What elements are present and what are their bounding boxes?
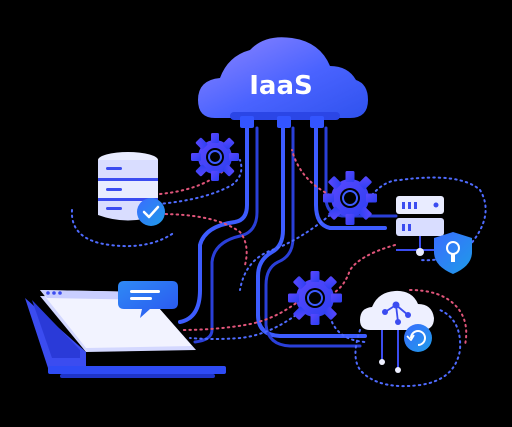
connector-line — [178, 288, 202, 324]
gear-icon — [288, 271, 342, 325]
connector-line — [210, 126, 259, 332]
dotted-line — [409, 289, 468, 346]
chat-bubble-icon — [118, 281, 178, 318]
dotted-line — [334, 244, 396, 293]
cloud-title: IaaS — [249, 71, 313, 101]
dotted-line — [331, 321, 366, 343]
refresh-icon — [404, 324, 432, 352]
dotted-line — [189, 311, 301, 340]
gear-icon — [191, 133, 239, 181]
cloud-icon: IaaS — [198, 37, 368, 128]
server-rack-icon — [396, 196, 450, 256]
connector-line — [198, 126, 249, 292]
network-cloud-icon — [360, 290, 434, 373]
connector-line — [193, 328, 214, 344]
dotted-line — [239, 214, 331, 291]
dotted-line — [179, 299, 301, 331]
check-badge-icon — [137, 198, 165, 226]
dotted-line — [291, 149, 331, 196]
connector-line — [264, 323, 362, 348]
connector-line — [264, 126, 295, 327]
shield-lock-icon — [434, 232, 472, 274]
dotted-line — [159, 213, 248, 266]
connector-line — [256, 126, 285, 317]
dotted-line — [157, 159, 243, 205]
gear-icon — [323, 171, 377, 225]
dotted-line — [70, 209, 176, 248]
connector-line — [314, 126, 387, 230]
dotted-line — [354, 309, 462, 388]
